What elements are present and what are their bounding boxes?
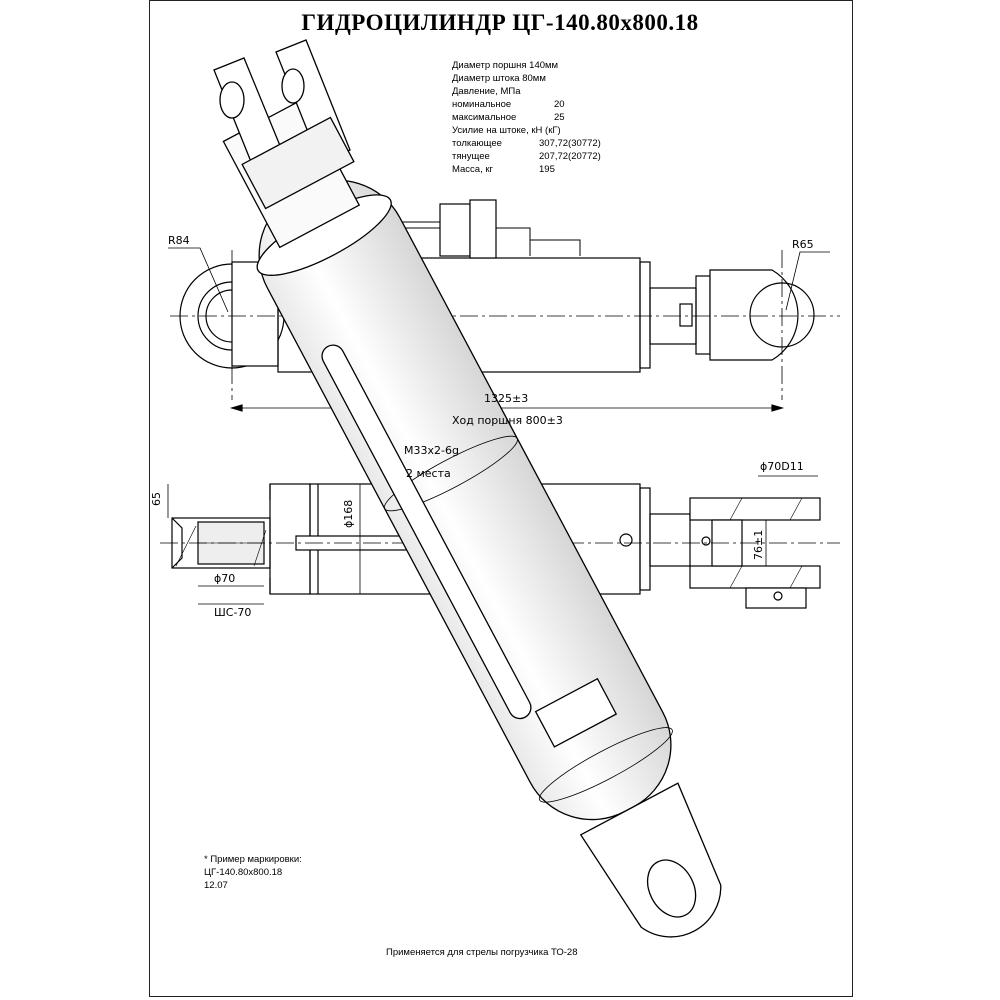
drawing-title: ГИДРОЦИЛИНДР ЦГ-140.80x800.18 xyxy=(301,10,699,35)
dim-d70: ϕ70 xyxy=(214,572,235,585)
footer-note: Применяется для стрелы погрузчика ТО-28 xyxy=(386,947,578,958)
marking-code: ЦГ-140.80x800.18 xyxy=(204,867,283,878)
dim-places: 2 места xyxy=(406,467,451,480)
front-cap xyxy=(639,261,651,369)
dim-stroke: Ход поршня 800±3 xyxy=(452,414,563,427)
dim-r65: R65 xyxy=(792,238,814,251)
dim-d70d11: ϕ70D11 xyxy=(760,460,804,473)
marking-date: 12.07 xyxy=(204,880,228,891)
spec-row: Диаметр поршня 140мм xyxy=(452,60,559,71)
marking-title: * Пример маркировки: xyxy=(204,854,302,865)
dim-length: 1325±3 xyxy=(484,392,528,405)
spec-row: Усилие на штоке, кН (кГ) xyxy=(452,125,561,136)
front-cap-plan xyxy=(639,487,651,591)
iso-front-clevis xyxy=(213,39,355,210)
dim-d168: ϕ168 xyxy=(342,500,355,528)
dim-r84: R84 xyxy=(168,234,190,247)
dim-h65: 65 xyxy=(150,492,163,506)
clevis-top xyxy=(689,497,821,521)
front-eye xyxy=(709,269,799,361)
dim-thread: M33x2-6g xyxy=(404,444,459,457)
spec-row: Давление, МПа xyxy=(452,86,521,97)
iso-pipe xyxy=(321,344,532,720)
dim-bearing: ШС-70 xyxy=(214,606,251,619)
isometric-view xyxy=(213,39,722,938)
rod-plan xyxy=(649,513,691,567)
dim-w76: 76±1 xyxy=(752,530,765,560)
spec-row: Диаметр штока 80мм xyxy=(452,73,546,84)
